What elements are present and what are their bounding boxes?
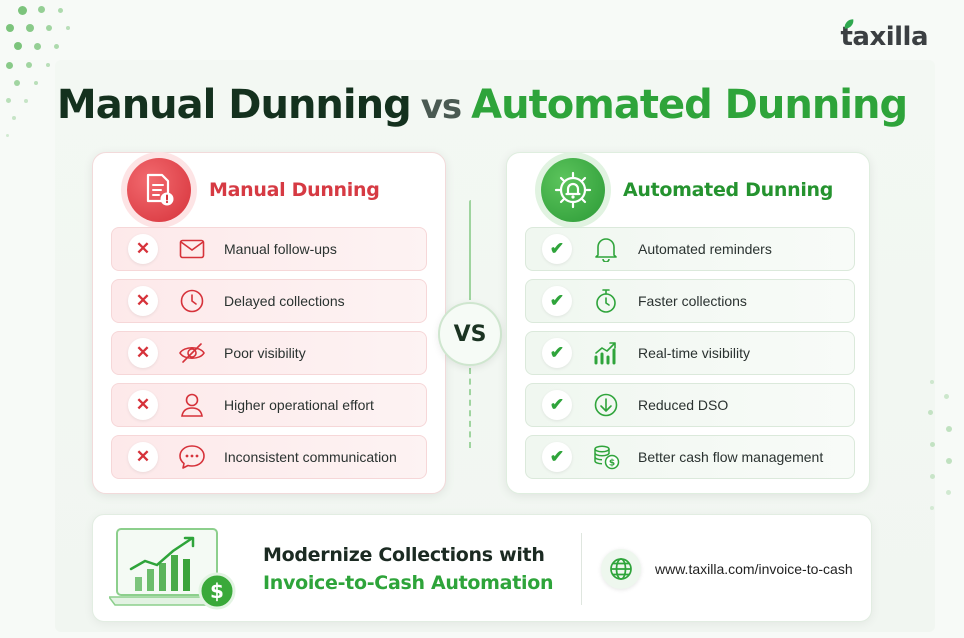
- title-vs: vs: [420, 87, 462, 127]
- user-icon: [178, 391, 206, 419]
- manual-dunning-card: Manual Dunning ✕ Manual follow-ups ✕ Del…: [92, 152, 446, 494]
- automated-item: ✔ Automated reminders: [525, 227, 855, 271]
- check-icon: ✔: [542, 442, 572, 472]
- title-manual: Manual Dunning: [56, 82, 412, 128]
- footer-divider: [581, 533, 582, 605]
- svg-text:$: $: [609, 459, 615, 469]
- title-automated: Automated Dunning: [471, 82, 908, 128]
- cta-line-2: Invoice-to-Cash Automation: [263, 572, 554, 594]
- cross-icon: ✕: [128, 234, 158, 264]
- automated-item-label: Reduced DSO: [638, 397, 729, 413]
- globe-icon: [601, 549, 641, 589]
- automated-card-title: Automated Dunning: [623, 179, 834, 201]
- manual-item-label: Manual follow-ups: [224, 241, 337, 257]
- decorative-dots-top-left: [0, 0, 120, 180]
- growth-chart-icon: [592, 339, 620, 367]
- manual-item: ✕ Higher operational effort: [111, 383, 427, 427]
- check-icon: ✔: [542, 286, 572, 316]
- clock-icon: [178, 287, 206, 315]
- manual-item: ✕ Inconsistent communication: [111, 435, 427, 479]
- automated-card-header: Automated Dunning: [541, 157, 833, 223]
- automated-item: ✔ Reduced DSO: [525, 383, 855, 427]
- cta-banner: $ Modernize Collections with Invoice-to-…: [92, 514, 872, 622]
- manual-card-header: Manual Dunning: [127, 157, 380, 223]
- cta-heading: Modernize Collections with Invoice-to-Ca…: [263, 541, 553, 597]
- mail-icon: [178, 235, 206, 263]
- manual-item-label: Inconsistent communication: [224, 449, 397, 465]
- down-arrow-circle-icon: [592, 391, 620, 419]
- eye-off-icon: [178, 339, 206, 367]
- connector-line-top: [469, 200, 471, 300]
- automated-item: ✔ $ Better cash flow management: [525, 435, 855, 479]
- manual-item-label: Poor visibility: [224, 345, 306, 361]
- automated-item-label: Faster collections: [638, 293, 747, 309]
- manual-item: ✕ Manual follow-ups: [111, 227, 427, 271]
- automated-item-label: Better cash flow management: [638, 449, 824, 465]
- bell-icon: [592, 235, 620, 263]
- manual-item: ✕ Delayed collections: [111, 279, 427, 323]
- laptop-growth-chart-icon: $: [107, 525, 239, 615]
- automated-item: ✔ Real-time visibility: [525, 331, 855, 375]
- manual-item: ✕ Poor visibility: [111, 331, 427, 375]
- automated-item-label: Automated reminders: [638, 241, 772, 257]
- manual-item-label: Higher operational effort: [224, 397, 374, 413]
- check-icon: ✔: [542, 234, 572, 264]
- automated-item: ✔ Faster collections: [525, 279, 855, 323]
- manual-item-label: Delayed collections: [224, 293, 345, 309]
- cross-icon: ✕: [128, 390, 158, 420]
- automated-item-label: Real-time visibility: [638, 345, 751, 361]
- stopwatch-icon: [592, 287, 620, 315]
- svg-text:$: $: [210, 579, 224, 603]
- decorative-dots-right: [900, 380, 964, 540]
- invoice-alert-icon: [127, 158, 191, 222]
- cross-icon: ✕: [128, 338, 158, 368]
- check-icon: ✔: [542, 390, 572, 420]
- cross-icon: ✕: [128, 286, 158, 316]
- connector-line-bottom: [469, 368, 471, 448]
- gear-bell-icon: [541, 158, 605, 222]
- check-icon: ✔: [542, 338, 572, 368]
- coins-icon: $: [592, 443, 620, 471]
- vs-badge: VS: [438, 302, 502, 366]
- automated-dunning-card: Automated Dunning ✔ Automated reminders …: [506, 152, 870, 494]
- cross-icon: ✕: [128, 442, 158, 472]
- manual-card-title: Manual Dunning: [209, 179, 380, 201]
- website-link[interactable]: www.taxilla.com/invoice-to-cash: [655, 561, 853, 577]
- cta-line-1: Modernize Collections with: [263, 544, 545, 566]
- taxilla-logo: taxilla: [840, 19, 928, 52]
- chat-icon: [178, 443, 206, 471]
